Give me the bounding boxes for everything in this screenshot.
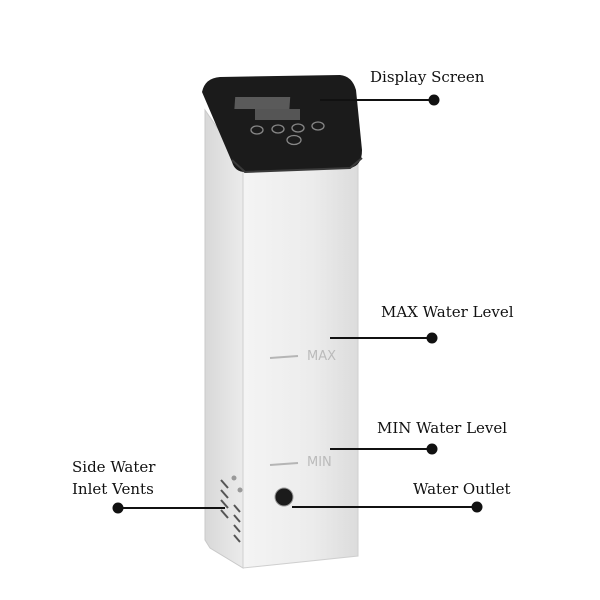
control-buttons[interactable] <box>250 121 325 146</box>
display-screen <box>234 97 291 109</box>
min-marking: MIN <box>307 455 332 470</box>
label-min-water-level: MIN Water Level <box>377 419 508 437</box>
side-inlet-vents <box>220 479 241 543</box>
max-marking: MAX <box>307 349 336 364</box>
label-water-outlet: Water Outlet <box>413 480 511 498</box>
label-max-water-level: MAX Water Level <box>381 303 514 321</box>
label-display-screen: Display Screen <box>370 68 485 86</box>
label-side-vents-line2: Inlet Vents <box>72 480 154 498</box>
water-outlet <box>274 487 294 507</box>
device-side-face <box>204 108 244 569</box>
label-side-vents-line1: Side Water <box>72 458 156 476</box>
